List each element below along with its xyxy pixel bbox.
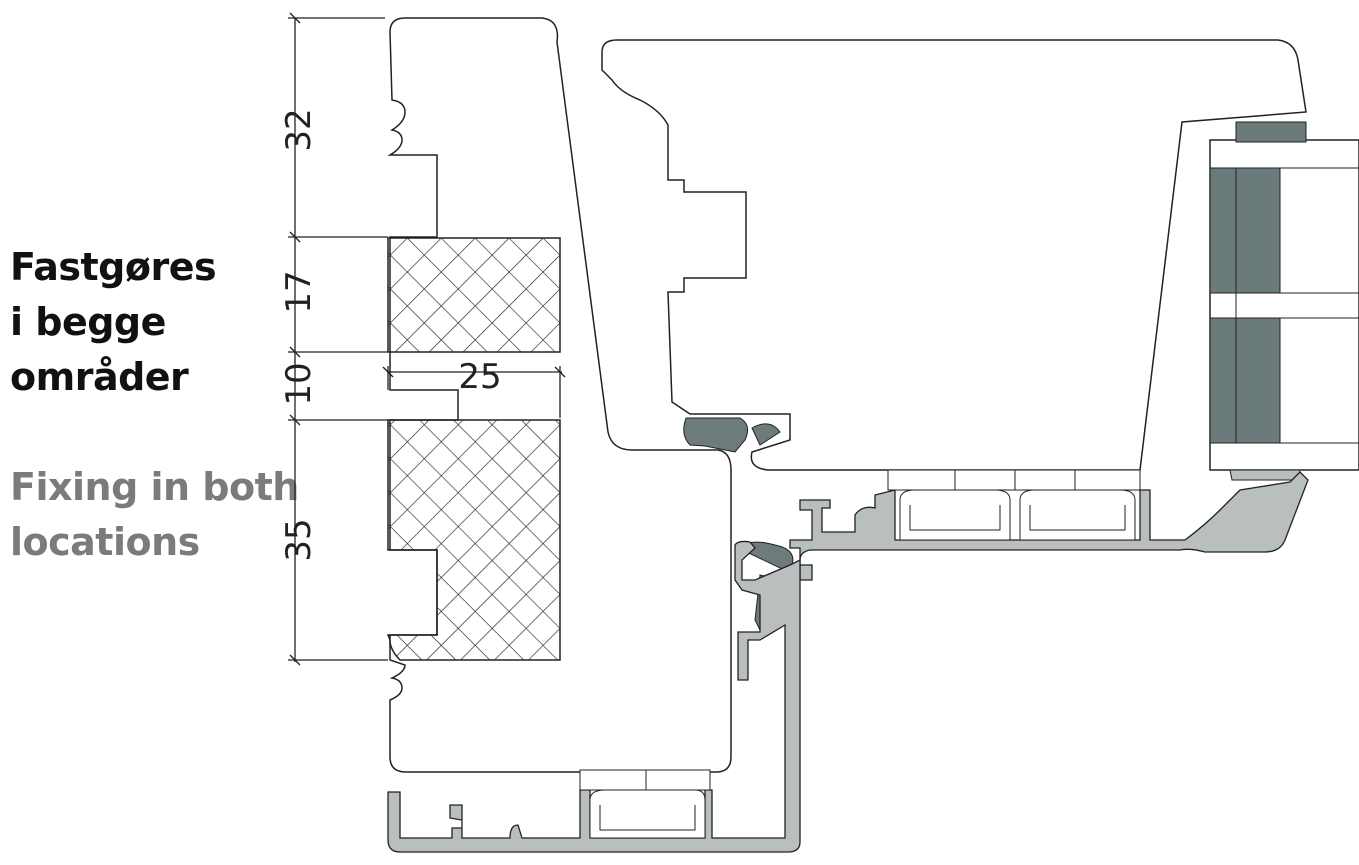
thermal-break [579, 769, 711, 791]
caption-danish-line: i begge [10, 300, 166, 344]
tick-mark [382, 366, 394, 378]
sash-aluminium-cladding [789, 471, 1309, 581]
dimension-chain [288, 12, 566, 666]
channel [1019, 489, 1136, 541]
tick-marks [289, 12, 301, 666]
sash-gasket [683, 417, 781, 453]
dimension-35: 35 [279, 518, 319, 561]
caption-danish: Fastgøres i begge områder [10, 240, 217, 405]
channel [589, 789, 706, 839]
spacer-bar [1209, 317, 1281, 444]
sash-profile [601, 39, 1307, 471]
fixing-block-lower [386, 419, 561, 661]
caption-english-line: locations [10, 520, 200, 564]
channel [899, 489, 1011, 541]
caption-english-line: Fixing in both [10, 465, 299, 509]
dimension-25: 25 [458, 357, 501, 397]
caption-danish-line: områder [10, 355, 189, 399]
caption-english: Fixing in both locations [10, 460, 299, 570]
dimension-17: 17 [279, 270, 319, 313]
sash-bottom-channels [887, 469, 1141, 541]
thermal-break [887, 469, 1141, 491]
spacer-bar [1209, 167, 1281, 294]
glazing-bead-seal [1229, 469, 1301, 481]
glazing-unit [1209, 121, 1359, 471]
tick-mark [554, 366, 566, 378]
fixing-block-upper [387, 237, 561, 353]
glazing-tape [1235, 121, 1307, 143]
frame-bottom-channel [579, 769, 711, 839]
dimension-32: 32 [279, 108, 319, 151]
dimension-10: 10 [279, 362, 319, 405]
caption-danish-line: Fastgøres [10, 245, 217, 289]
